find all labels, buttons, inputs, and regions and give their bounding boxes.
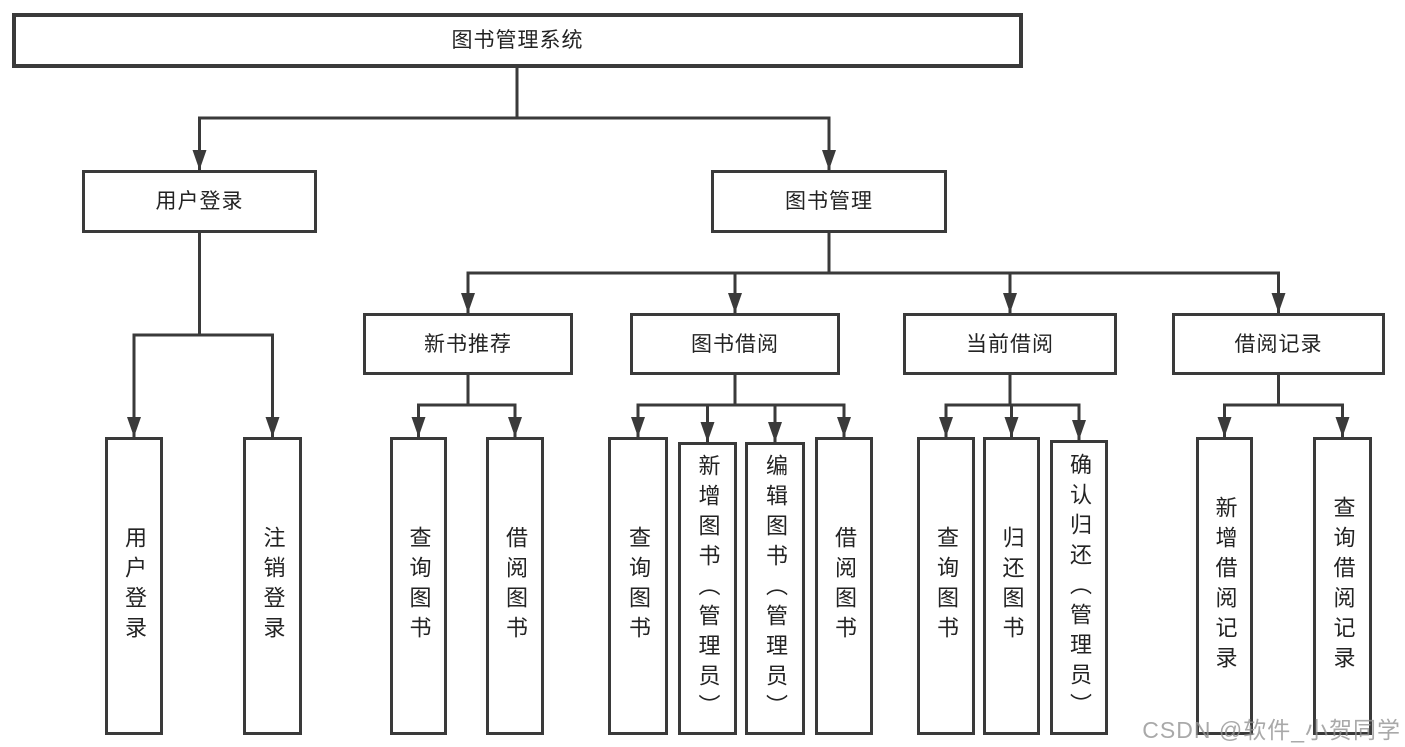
leaf-add-borrow-record: 新增借阅记录 (1196, 437, 1253, 735)
node-new-book-recommend: 新书推荐 (363, 313, 573, 375)
node-borrowing-records-label: 借阅记录 (1234, 332, 1323, 356)
leaf-confirm-return-admin: 确认归还（管理员） (1050, 440, 1108, 735)
leaf-borrow-books-label: 借阅图书 (832, 526, 857, 646)
leaf-query-books-borrow: 查询图书 (608, 437, 668, 735)
node-user-login-label: 用户登录 (155, 190, 244, 213)
leaf-query-books-recommend: 查询图书 (390, 437, 447, 735)
node-borrowing-records: 借阅记录 (1172, 313, 1385, 375)
node-book-borrowing-label: 图书借阅 (691, 332, 779, 356)
node-root-label: 图书管理系统 (451, 29, 584, 52)
leaf-query-borrow-record: 查询借阅记录 (1313, 437, 1372, 735)
leaf-add-book-admin: 新增图书（管理员） (678, 442, 737, 735)
leaf-query-books-borrow-label: 查询图书 (626, 526, 651, 646)
leaf-user-login-label: 用户登录 (122, 526, 147, 646)
leaf-borrow-books-recommend: 借阅图书 (486, 437, 544, 735)
leaf-return-book-label: 归还图书 (999, 526, 1025, 646)
node-book-management: 图书管理 (711, 170, 947, 233)
leaf-logout: 注销登录 (243, 437, 302, 735)
leaf-query-books-current-label: 查询图书 (934, 526, 959, 646)
leaf-return-book: 归还图书 (983, 437, 1040, 735)
node-new-book-recommend-label: 新书推荐 (424, 332, 512, 356)
csdn-watermark: CSDN @软件_小贺同学 (1142, 717, 1401, 743)
leaf-query-books-recommend-label: 查询图书 (406, 526, 432, 646)
leaf-query-books-current: 查询图书 (917, 437, 975, 735)
leaf-borrow-books-recommend-label: 借阅图书 (503, 526, 528, 646)
leaf-add-book-admin-label: 新增图书（管理员） (695, 453, 721, 724)
node-book-borrowing: 图书借阅 (630, 313, 840, 375)
node-book-management-label: 图书管理 (785, 190, 873, 213)
leaf-user-login: 用户登录 (105, 437, 163, 735)
node-user-login: 用户登录 (82, 170, 317, 233)
leaf-borrow-books: 借阅图书 (815, 437, 873, 735)
leaf-query-borrow-record-label: 查询借阅记录 (1330, 496, 1356, 676)
leaf-edit-book-admin: 编辑图书（管理员） (745, 442, 805, 735)
node-root-system: 图书管理系统 (12, 13, 1023, 68)
leaf-confirm-return-admin-label: 确认归还（管理员） (1067, 452, 1092, 723)
node-current-borrowing-label: 当前借阅 (966, 332, 1054, 356)
leaf-edit-book-admin-label: 编辑图书（管理员） (763, 453, 788, 724)
leaf-add-borrow-record-label: 新增借阅记录 (1212, 496, 1238, 676)
node-current-borrowing: 当前借阅 (903, 313, 1117, 375)
leaf-logout-label: 注销登录 (260, 526, 286, 646)
